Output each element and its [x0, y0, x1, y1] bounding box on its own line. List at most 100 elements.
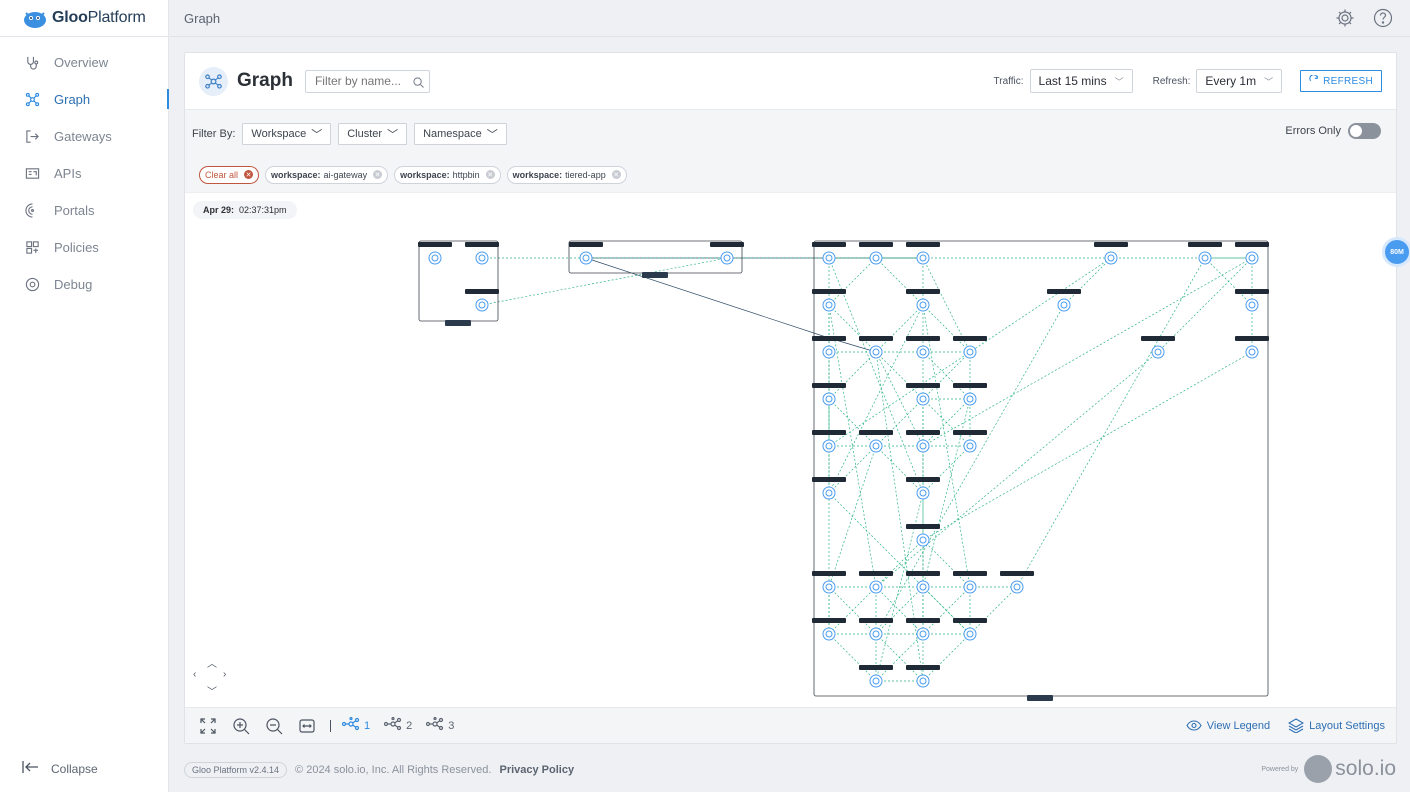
service-node[interactable] — [1245, 298, 1259, 312]
service-node[interactable] — [822, 439, 836, 453]
service-node[interactable] — [869, 345, 883, 359]
service-node[interactable] — [1104, 251, 1118, 265]
service-node[interactable] — [963, 580, 977, 594]
service-node[interactable] — [869, 580, 883, 594]
service-node[interactable] — [916, 580, 930, 594]
service-node[interactable] — [916, 533, 930, 547]
service-graph[interactable] — [185, 193, 1396, 708]
node-label-tag — [812, 618, 846, 623]
filter-chip[interactable]: workspace: ai-gateway ✕ — [265, 165, 389, 184]
errors-only-toggle[interactable] — [1348, 123, 1381, 139]
graph-edge — [922, 445, 971, 494]
service-node[interactable] — [822, 580, 836, 594]
service-node[interactable] — [1245, 345, 1259, 359]
service-node-core — [872, 348, 880, 356]
pan-left-icon[interactable]: ‹ — [193, 669, 197, 680]
service-node[interactable] — [822, 298, 836, 312]
dropdown-label: Cluster — [347, 127, 383, 140]
fit-screen-icon[interactable] — [198, 716, 218, 736]
close-icon[interactable]: ✕ — [373, 170, 383, 179]
service-node[interactable] — [822, 486, 836, 500]
sidebar-item-apis[interactable]: APIs — [0, 155, 168, 192]
brand-name: GlooPlatform — [52, 9, 146, 26]
graph-level-2-button[interactable]: 2 — [384, 716, 412, 734]
service-node[interactable] — [1010, 580, 1024, 594]
privacy-policy-link[interactable]: Privacy Policy — [499, 764, 575, 776]
graph-level-1-button[interactable]: 1 — [341, 716, 370, 734]
refresh-button[interactable]: REFRESH — [1300, 70, 1382, 92]
service-node[interactable] — [428, 251, 442, 265]
service-node[interactable] — [916, 486, 930, 500]
namespace-dropdown[interactable]: Namespace﹀ — [414, 122, 507, 145]
service-node[interactable] — [1057, 298, 1071, 312]
service-node[interactable] — [916, 674, 930, 688]
sidebar-item-overview[interactable]: Overview — [0, 44, 168, 81]
service-node[interactable] — [822, 392, 836, 406]
pan-right-icon[interactable]: › — [223, 669, 227, 680]
help-icon[interactable] — [1372, 7, 1394, 29]
service-node[interactable] — [869, 674, 883, 688]
service-node[interactable] — [720, 251, 734, 265]
settings-gear-icon[interactable] — [1334, 7, 1356, 29]
traffic-rate-badge[interactable]: 80M — [1385, 240, 1409, 264]
pan-up-icon[interactable]: ︿ — [207, 659, 217, 670]
service-node[interactable] — [963, 439, 977, 453]
service-node[interactable] — [822, 627, 836, 641]
service-node[interactable] — [1151, 345, 1165, 359]
close-icon[interactable]: ✕ — [485, 170, 495, 179]
service-node[interactable] — [916, 298, 930, 312]
close-icon[interactable]: ✕ — [611, 170, 621, 179]
graph-edge — [828, 304, 924, 494]
refresh-interval-select[interactable]: Every 1m ﹀ — [1196, 69, 1283, 93]
solo-logo[interactable]: solo.io — [1304, 755, 1396, 783]
sidebar-item-portals[interactable]: Portals — [0, 192, 168, 229]
node-label-tag — [1141, 336, 1175, 341]
clear-all-chip[interactable]: Clear all ✕ — [199, 165, 260, 184]
pan-down-icon[interactable]: ﹀ — [207, 687, 217, 698]
service-node[interactable] — [916, 439, 930, 453]
view-legend-button[interactable]: View Legend — [1186, 718, 1270, 733]
service-node[interactable] — [475, 251, 489, 265]
service-node[interactable] — [916, 345, 930, 359]
service-node[interactable] — [916, 392, 930, 406]
service-node-core — [919, 395, 927, 403]
graph-canvas[interactable]: Apr 29: 02:37:31pm ︿ ‹ › ﹀ 80M — [185, 193, 1409, 708]
sidebar-item-debug[interactable]: Debug — [0, 266, 168, 303]
sidebar-item-gateways[interactable]: Gateways — [0, 118, 168, 155]
collapse-button[interactable]: Collapse — [22, 760, 98, 777]
zoom-in-icon[interactable] — [231, 716, 251, 736]
sidebar-item-policies[interactable]: Policies — [0, 229, 168, 266]
layout-settings-button[interactable]: Layout Settings — [1288, 718, 1385, 733]
service-node[interactable] — [869, 627, 883, 641]
filter-chip[interactable]: workspace: tiered-app ✕ — [506, 165, 627, 184]
portal-icon — [24, 203, 40, 219]
traffic-select[interactable]: Last 15 mins ﹀ — [1029, 69, 1133, 93]
graph-edge — [828, 586, 877, 635]
solo-logo-text: solo.io — [1335, 757, 1396, 780]
graph-level-3-button[interactable]: 3 — [426, 716, 454, 734]
filter-by-name-input[interactable] — [304, 69, 430, 93]
service-node[interactable] — [916, 627, 930, 641]
brand-logo[interactable]: GlooPlatform — [0, 0, 168, 37]
service-node[interactable] — [963, 627, 977, 641]
service-node[interactable] — [822, 345, 836, 359]
service-node[interactable] — [1245, 251, 1259, 265]
service-node[interactable] — [963, 392, 977, 406]
filter-chip[interactable]: workspace: httpbin ✕ — [394, 165, 501, 184]
service-node[interactable] — [822, 251, 836, 265]
service-node[interactable] — [869, 439, 883, 453]
service-node[interactable] — [916, 251, 930, 265]
sidebar-item-graph[interactable]: Graph — [0, 81, 169, 118]
service-node[interactable] — [1198, 251, 1212, 265]
workspace-dropdown[interactable]: Workspace﹀ — [242, 122, 332, 145]
service-node[interactable] — [579, 251, 593, 265]
cluster-dropdown[interactable]: Cluster﹀ — [338, 122, 408, 145]
graph-icon — [24, 92, 40, 108]
service-node-core — [919, 630, 927, 638]
service-node[interactable] — [475, 298, 489, 312]
fit-width-icon[interactable] — [297, 716, 317, 736]
zoom-out-icon[interactable] — [264, 716, 284, 736]
graph-title-icon — [199, 66, 228, 96]
service-node[interactable] — [869, 251, 883, 265]
service-node[interactable] — [963, 345, 977, 359]
